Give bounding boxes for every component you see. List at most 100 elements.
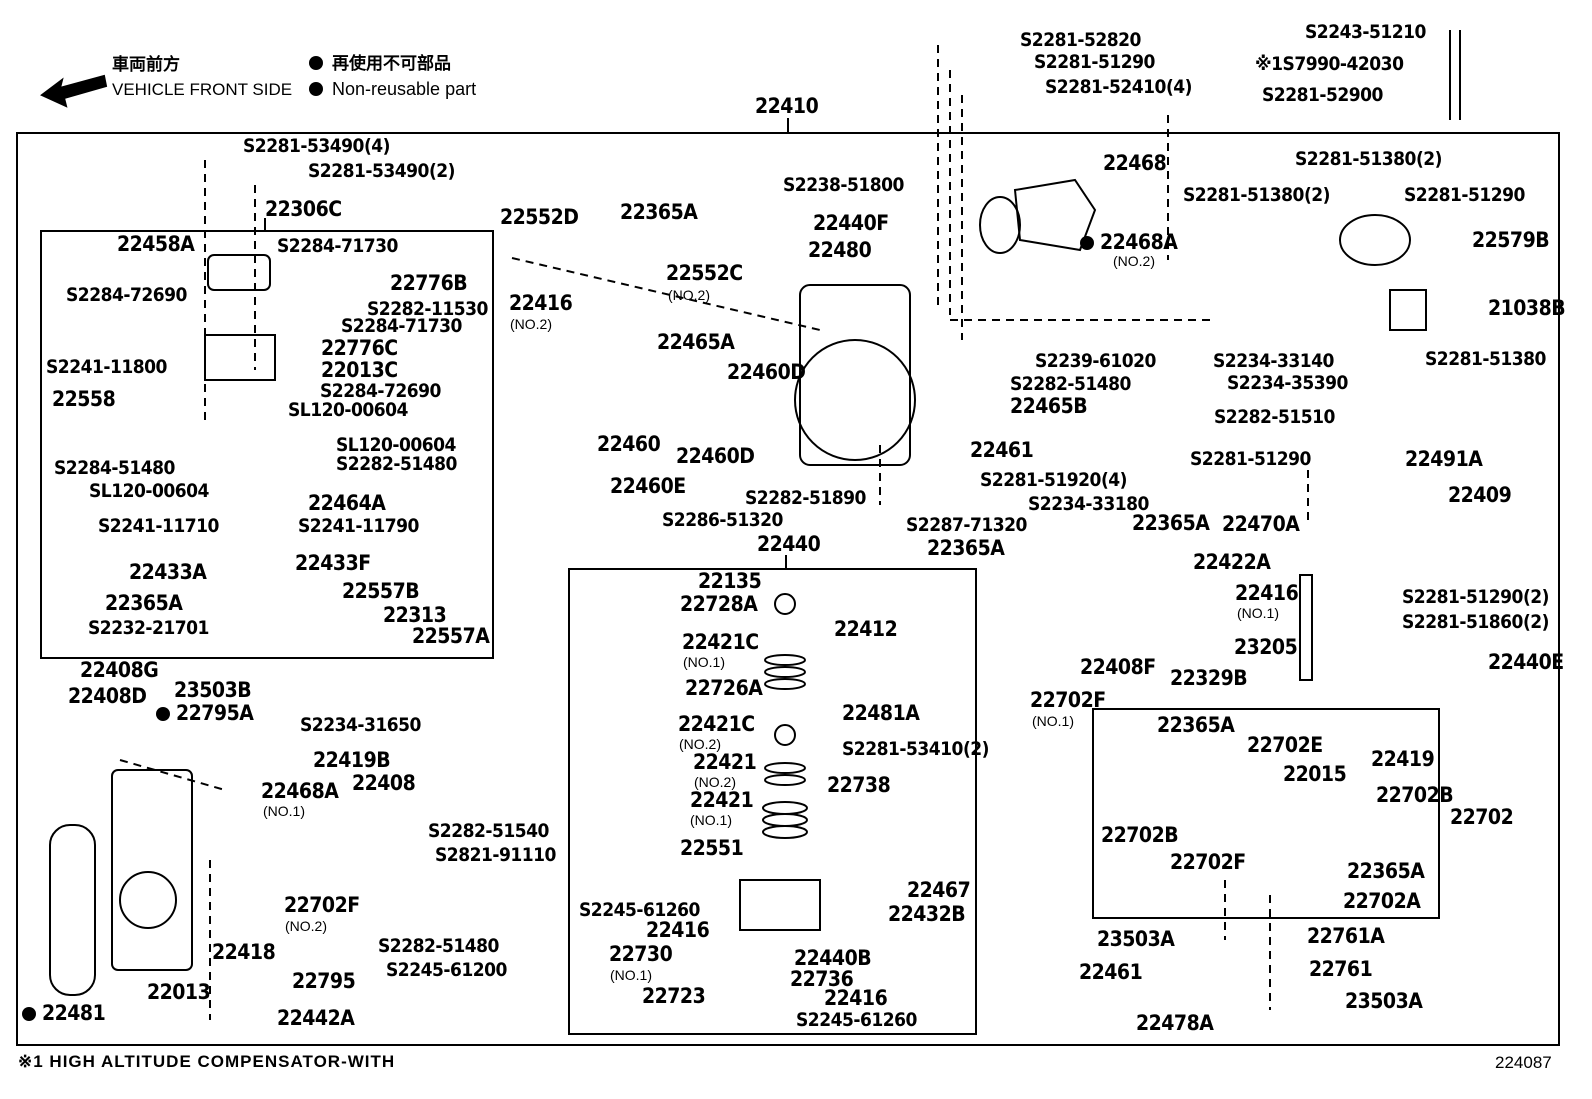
part-label[interactable]: 22702B — [1376, 783, 1454, 807]
part-label[interactable]: SL120-00604 — [89, 480, 209, 502]
part-label[interactable]: 22481 — [22, 1003, 106, 1024]
part-label[interactable]: 22421C — [678, 712, 755, 736]
part-label[interactable]: S2286-51320 — [662, 509, 783, 531]
part-label[interactable]: 22468A — [261, 779, 339, 803]
part-label[interactable]: S2284-72690 — [66, 284, 187, 306]
part-label[interactable]: 22558 — [52, 387, 116, 411]
part-label[interactable]: S2282-51890 — [745, 487, 866, 509]
part-label[interactable]: S2281-51380(2) — [1183, 184, 1330, 206]
part-label[interactable]: 22432B — [888, 902, 966, 926]
part-label[interactable]: 22419B — [313, 748, 391, 772]
part-label[interactable]: 22467 — [907, 878, 971, 902]
part-label[interactable]: S2281-53490(4) — [243, 135, 390, 157]
part-label[interactable]: 22702B — [1101, 823, 1179, 847]
part-label[interactable]: S2243-51210 — [1305, 21, 1426, 43]
part-label[interactable]: 22461 — [1079, 960, 1143, 984]
part-label[interactable]: S2284-51480 — [54, 457, 175, 479]
part-label[interactable]: S2282-51480 — [1010, 373, 1131, 395]
part-label[interactable]: S2281-51290 — [1034, 51, 1155, 73]
part-label[interactable]: S2284-72690 — [320, 380, 441, 402]
part-label[interactable]: 22464A — [308, 491, 386, 515]
part-label[interactable]: 22313 — [383, 603, 447, 627]
part-label[interactable]: 22552C — [666, 261, 743, 285]
part-label[interactable]: 22461 — [970, 438, 1034, 462]
part-label[interactable]: S2245-61260 — [796, 1009, 917, 1031]
part-label[interactable]: 22468A — [1080, 232, 1178, 253]
part-label[interactable]: S2282-51480 — [336, 453, 457, 475]
part-label[interactable]: 22551 — [680, 836, 744, 860]
part-label[interactable]: 22557A — [412, 624, 490, 648]
part-label[interactable]: S2282-51510 — [1214, 406, 1335, 428]
part-label[interactable]: 22442A — [277, 1006, 355, 1030]
part-label[interactable]: 21038B — [1488, 296, 1566, 320]
part-label[interactable]: SL120-00604 — [288, 399, 408, 421]
part-label[interactable]: 22419 — [1371, 747, 1435, 771]
part-label[interactable]: 22478A — [1136, 1011, 1214, 1035]
part-label[interactable]: 22465B — [1010, 394, 1088, 418]
part-label[interactable]: 22458A — [117, 232, 195, 256]
part-label[interactable]: 22365A — [1132, 511, 1210, 535]
part-label[interactable]: S2234-33180 — [1028, 493, 1149, 515]
part-label[interactable]: 22460E — [610, 474, 686, 498]
part-label[interactable]: 22795 — [292, 969, 356, 993]
part-label[interactable]: 22416 — [509, 291, 573, 315]
part-label[interactable]: S2281-53410(2) — [842, 738, 989, 760]
part-label[interactable]: 22013C — [321, 358, 398, 382]
part-label[interactable]: 22491A — [1405, 447, 1483, 471]
part-label[interactable]: 22421C — [682, 630, 759, 654]
part-label[interactable]: S2284-71730 — [277, 235, 398, 257]
part-label[interactable]: 22730 — [609, 942, 673, 966]
part-label[interactable]: 22702F — [284, 893, 360, 917]
part-label[interactable]: 22728A — [680, 592, 758, 616]
part-label[interactable]: S2232-21701 — [88, 617, 209, 639]
part-label[interactable]: 22723 — [642, 984, 706, 1008]
part-label[interactable]: 22418 — [212, 940, 276, 964]
part-label[interactable]: 22408F — [1080, 655, 1156, 679]
part-label[interactable]: 22702E — [1247, 733, 1323, 757]
part-label[interactable]: 22408D — [68, 684, 147, 708]
part-label[interactable]: 22433A — [129, 560, 207, 584]
part-label[interactable]: 22761 — [1309, 957, 1373, 981]
part-label[interactable]: 22416 — [1235, 581, 1299, 605]
part-label[interactable]: 22776C — [321, 336, 398, 360]
part-label[interactable]: 22422A — [1193, 550, 1271, 574]
part-label[interactable]: 22480 — [808, 238, 872, 262]
part-label[interactable]: S2281-51920(4) — [980, 469, 1127, 491]
part-label[interactable]: 23503B — [174, 678, 252, 702]
part-label[interactable]: 22135 — [698, 569, 762, 593]
part-label[interactable]: 22416 — [824, 986, 888, 1010]
part-label[interactable]: 22416 — [646, 918, 710, 942]
part-label[interactable]: 22365A — [105, 591, 183, 615]
part-label[interactable]: 22460 — [597, 432, 661, 456]
part-label[interactable]: S2281-52410(4) — [1045, 76, 1192, 98]
part-label[interactable]: 22421 — [690, 788, 754, 812]
part-label[interactable]: S2241-11710 — [98, 515, 219, 537]
part-label[interactable]: S2281-51860(2) — [1402, 611, 1549, 633]
part-label[interactable]: S2281-52900 — [1262, 84, 1383, 106]
part-label[interactable]: 22761A — [1307, 924, 1385, 948]
part-label[interactable]: S2281-51290(2) — [1402, 586, 1549, 608]
part-label[interactable]: 22557B — [342, 579, 420, 603]
part-label[interactable]: 22013 — [147, 980, 211, 1004]
part-label[interactable]: 22440F — [813, 211, 889, 235]
part-label[interactable]: 22481A — [842, 701, 920, 725]
part-label[interactable]: 22365A — [927, 536, 1005, 560]
part-label[interactable]: S2239-61020 — [1035, 350, 1156, 372]
part-label[interactable]: 22440E — [1488, 650, 1564, 674]
part-label[interactable]: S2281-53490(2) — [308, 160, 455, 182]
part-label[interactable]: SL120-00604 — [336, 434, 456, 456]
part-label[interactable]: 22702F — [1170, 850, 1246, 874]
part-label[interactable]: S2234-35390 — [1227, 372, 1348, 394]
part-label[interactable]: S2234-31650 — [300, 714, 421, 736]
part-label[interactable]: S2245-61200 — [386, 959, 507, 981]
part-label[interactable]: S2282-51540 — [428, 820, 549, 842]
part-label[interactable]: 22460D — [676, 444, 755, 468]
part-label[interactable]: 22460D — [727, 360, 806, 384]
part-label[interactable]: 22433F — [295, 551, 371, 575]
part-label[interactable]: 22412 — [834, 617, 898, 641]
part-label[interactable]: 22702F — [1030, 688, 1106, 712]
part-label[interactable]: S2281-52820 — [1020, 29, 1141, 51]
part-label[interactable]: 22421 — [693, 750, 757, 774]
part-label[interactable]: S2284-71730 — [341, 315, 462, 337]
part-label[interactable]: 22468 — [1103, 151, 1167, 175]
